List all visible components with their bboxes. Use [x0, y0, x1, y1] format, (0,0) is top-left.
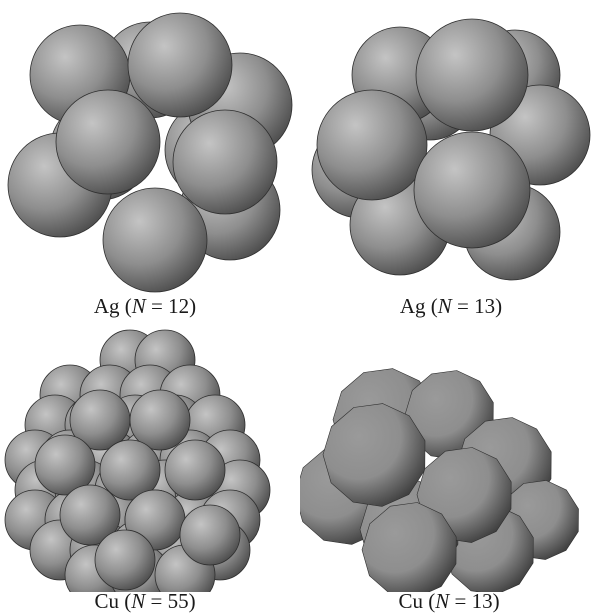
caption-element: Ag: [93, 294, 120, 318]
caption-n-symbol: N: [437, 294, 452, 318]
atom-sphere: [129, 389, 191, 451]
caption-cu-55: Cu (N = 55): [94, 589, 196, 613]
caption-element: Ag: [399, 294, 426, 318]
caption-n-value: 12: [168, 294, 190, 318]
atom-sphere: [34, 434, 96, 496]
caption-ag-13: Ag (N = 13): [399, 294, 503, 318]
caption-equals: =: [451, 294, 475, 318]
atom-faceted: [361, 502, 457, 592]
caption-ag-12: Ag (N = 12): [93, 294, 197, 318]
atom-sphere: [99, 439, 161, 501]
atom-sphere: [172, 109, 278, 215]
atom-faceted: [322, 403, 426, 507]
caption-element: Cu: [398, 589, 423, 613]
panel-ag-13: [300, 0, 596, 300]
caption-element: Cu: [94, 589, 119, 613]
caption-n-symbol: N: [131, 294, 146, 318]
atom-sphere: [415, 18, 529, 132]
atom-sphere: [164, 439, 226, 501]
atom-sphere: [94, 529, 156, 591]
caption-n-value: 13: [474, 294, 496, 318]
caption-equals: =: [449, 589, 472, 613]
ag-12-cluster-diagram: [7, 12, 293, 293]
atom-sphere: [55, 89, 161, 195]
atom-sphere: [127, 12, 233, 118]
atom-sphere: [413, 131, 531, 249]
atom-sphere: [316, 89, 428, 201]
caption-equals: =: [145, 294, 169, 318]
cu-55-cluster-diagram: [4, 329, 271, 592]
caption-n-value: 13: [471, 589, 493, 613]
cu-13-cluster-diagram: [300, 368, 579, 592]
panel-ag-12: [0, 0, 300, 300]
atom-sphere: [102, 187, 208, 293]
caption-n-value: 55: [167, 589, 189, 613]
caption-n-symbol: N: [435, 589, 450, 613]
panel-cu-13: [300, 320, 596, 592]
atom-sphere: [59, 484, 121, 546]
atom-sphere: [179, 504, 241, 566]
caption-cu-13: Cu (N = 13): [398, 589, 500, 613]
caption-equals: =: [145, 589, 168, 613]
panel-cu-55: [0, 320, 300, 592]
caption-n-symbol: N: [131, 589, 146, 613]
ag-13-cluster-diagram: [311, 18, 591, 281]
